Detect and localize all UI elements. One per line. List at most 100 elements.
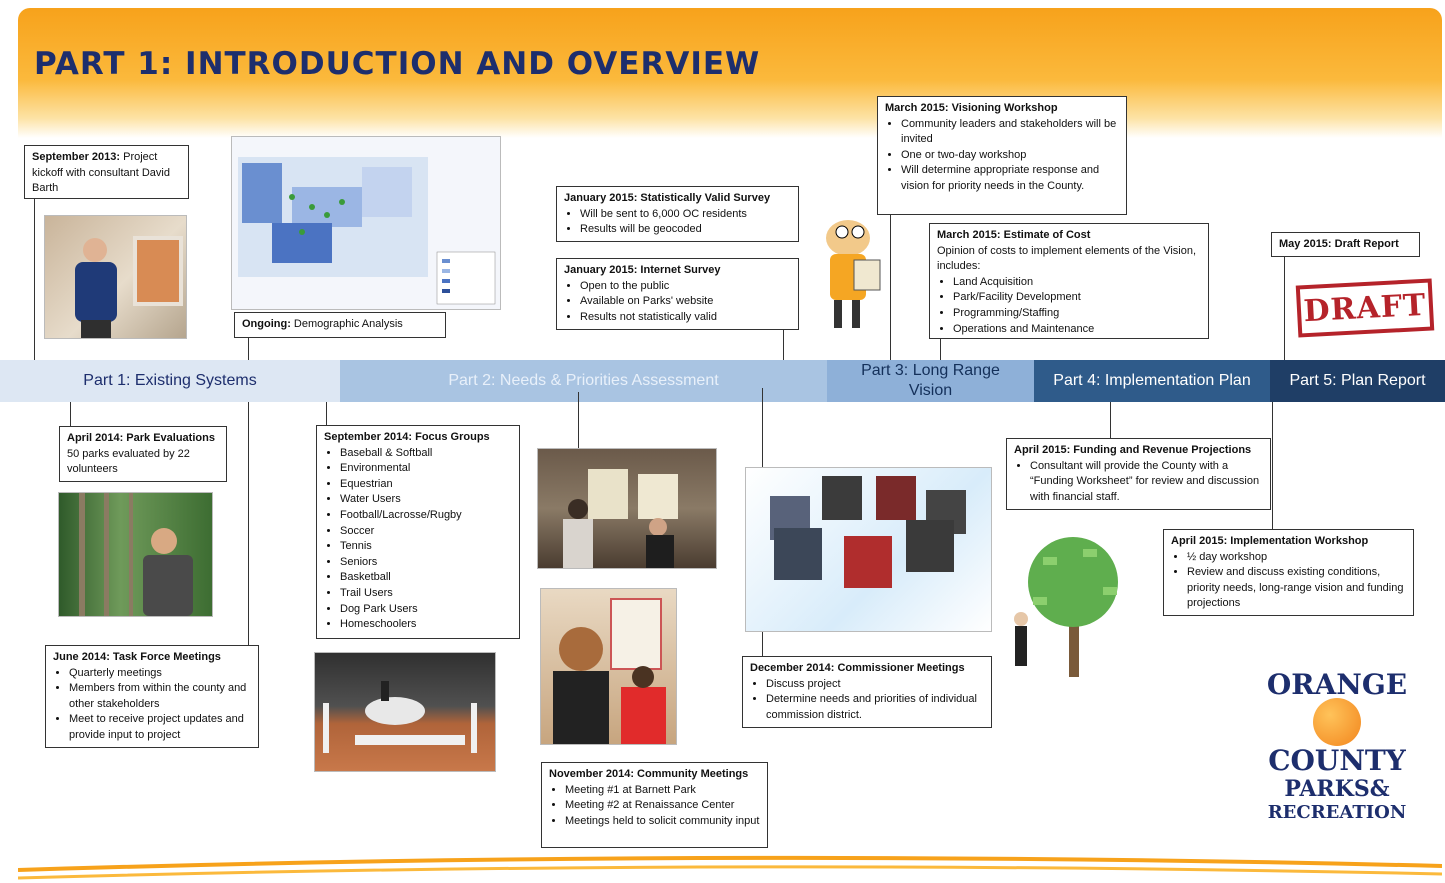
- list-item: Results not statistically valid: [580, 310, 791, 326]
- list-item: Football/Lacrosse/Rugby: [340, 508, 512, 524]
- header-banner: [18, 8, 1442, 138]
- list-item: Meeting #2 at Renaissance Center: [565, 798, 760, 814]
- milestone-focus-groups: September 2014: Focus Groups Baseball & …: [316, 425, 520, 639]
- phase-part5-label: Part 5: Plan Report: [1289, 372, 1426, 389]
- list-item: Tennis: [340, 539, 512, 555]
- list-item: Discuss project: [766, 677, 984, 693]
- connector-line: [70, 402, 71, 426]
- connector-line: [940, 338, 941, 360]
- phase-part4-label: Part 4: Implementation Plan: [1053, 372, 1251, 389]
- connector-line: [783, 330, 784, 360]
- list-item: Meet to receive project updates and prov…: [69, 712, 251, 743]
- list-item: Equestrian: [340, 477, 512, 493]
- phase-part1-label: Part 1: Existing Systems: [83, 372, 257, 389]
- list-item: Programming/Staffing: [953, 306, 1201, 322]
- milestone-cost: March 2015: Estimate of Cost Opinion of …: [929, 223, 1209, 339]
- list-item: Review and discuss existing conditions, …: [1187, 565, 1406, 612]
- milestone-demographic-head: Ongoing:: [242, 318, 291, 330]
- connector-line: [762, 630, 763, 658]
- milestone-cost-head: March 2015: Estimate of Cost: [937, 229, 1091, 241]
- milestone-impl-workshop: April 2015: Implementation Workshop ½ da…: [1163, 529, 1414, 616]
- footer-swoosh: [18, 855, 1442, 880]
- list-item: Dog Park Users: [340, 602, 512, 618]
- milestone-visioning: March 2015: Visioning Workshop Community…: [877, 96, 1127, 215]
- milestone-demographic-text: Demographic Analysis: [290, 318, 403, 330]
- connector-line: [1272, 402, 1273, 530]
- milestone-kickoff-head: September 2013:: [32, 151, 121, 163]
- connector-line: [1284, 256, 1285, 360]
- list-item: Consultant will provide the County with …: [1030, 459, 1263, 506]
- list-item: Meeting #1 at Barnett Park: [565, 783, 760, 799]
- connector-line: [248, 402, 249, 645]
- milestone-park-eval-text: 50 parks evaluated by 22 volunteers: [67, 447, 190, 476]
- logo-line3: PARKS&: [1284, 776, 1390, 802]
- list-item: Environmental: [340, 461, 512, 477]
- milestone-focus-head: September 2014: Focus Groups: [324, 431, 490, 443]
- list-item: Results will be geocoded: [580, 222, 791, 238]
- milestone-community-head: November 2014: Community Meetings: [549, 768, 749, 780]
- list-item: Will be sent to 6,000 OC residents: [580, 207, 791, 223]
- list-item: Soccer: [340, 524, 512, 540]
- milestone-demographic: Ongoing: Demographic Analysis: [234, 312, 446, 338]
- logo-line4: RECREATION: [1267, 802, 1407, 823]
- connector-line: [890, 215, 891, 360]
- orange-fruit-icon: [1313, 698, 1361, 746]
- list-item: Members from within the county and other…: [69, 681, 251, 712]
- photo-presenter: [44, 215, 187, 339]
- phase-part2: Part 2: Needs & Priorities Assessment: [340, 360, 827, 402]
- demographic-map: [231, 136, 501, 310]
- milestone-community: November 2014: Community Meetings Meetin…: [541, 762, 768, 848]
- milestone-survey: January 2015: Statistically Valid Survey…: [556, 186, 799, 242]
- connector-line: [578, 392, 579, 448]
- list-item: Park/Facility Development: [953, 290, 1201, 306]
- milestone-task-force: June 2014: Task Force Meetings Quarterly…: [45, 645, 259, 748]
- list-item: Quarterly meetings: [69, 666, 251, 682]
- list-item: Basketball: [340, 570, 512, 586]
- photo-community-meeting: [540, 588, 677, 745]
- phase-part5: Part 5: Plan Report: [1270, 360, 1445, 402]
- list-item: Seniors: [340, 555, 512, 571]
- phase-part1: Part 1: Existing Systems: [0, 360, 340, 402]
- logo-line2: COUNTY: [1268, 744, 1406, 777]
- list-item: Water Users: [340, 492, 512, 508]
- milestone-visioning-head: March 2015: Visioning Workshop: [885, 102, 1058, 114]
- milestone-draft-report: May 2015: Draft Report: [1271, 232, 1420, 257]
- logo-line1: ORANGE: [1266, 668, 1408, 701]
- photo-park-volunteer: [58, 492, 213, 617]
- page-title: PART 1: INTRODUCTION AND OVERVIEW: [34, 46, 761, 82]
- list-item: Trail Users: [340, 586, 512, 602]
- list-item: Operations and Maintenance: [953, 322, 1201, 338]
- list-item: ½ day workshop: [1187, 550, 1406, 566]
- photo-equestrian: [314, 652, 496, 772]
- list-item: Will determine appropriate response and …: [901, 163, 1119, 194]
- phase-part3-label: Part 3: Long Range Vision: [861, 362, 1000, 399]
- milestone-park-eval-head: April 2014: Park Evaluations: [67, 432, 215, 444]
- milestone-internet-head: January 2015: Internet Survey: [564, 264, 721, 276]
- milestone-kickoff: September 2013: Project kickoff with con…: [24, 145, 189, 199]
- list-item: Open to the public: [580, 279, 791, 295]
- connector-line: [1110, 402, 1111, 438]
- connector-line: [248, 336, 249, 360]
- phase-part4: Part 4: Implementation Plan: [1034, 360, 1270, 402]
- milestone-park-eval: April 2014: Park Evaluations 50 parks ev…: [59, 426, 227, 482]
- phase-part3: Part 3: Long Range Vision: [827, 360, 1034, 402]
- milestone-funding-head: April 2015: Funding and Revenue Projecti…: [1014, 444, 1252, 456]
- list-item: Determine needs and priorities of indivi…: [766, 692, 984, 723]
- cartoon-figure-illustration: [808, 210, 886, 334]
- milestone-commissioner-head: December 2014: Commissioner Meetings: [750, 662, 965, 674]
- connector-line: [762, 388, 763, 468]
- milestone-funding: April 2015: Funding and Revenue Projecti…: [1006, 438, 1271, 510]
- list-item: Meetings held to solicit community input: [565, 814, 760, 830]
- milestone-kickoff-text: Project kickoff with consultant David Ba…: [32, 151, 170, 195]
- list-item: Available on Parks' website: [580, 294, 791, 310]
- milestone-taskforce-head: June 2014: Task Force Meetings: [53, 651, 221, 663]
- phase-part2-label: Part 2: Needs & Priorities Assessment: [448, 372, 719, 389]
- list-item: Homeschoolers: [340, 617, 512, 633]
- list-item: Baseball & Softball: [340, 446, 512, 462]
- milestone-survey-head: January 2015: Statistically Valid Survey: [564, 192, 771, 204]
- list-item: One or two-day workshop: [901, 148, 1119, 164]
- milestone-draft-head: May 2015: Draft Report: [1279, 238, 1399, 250]
- photo-commissioners: [745, 467, 992, 632]
- milestone-internet-survey: January 2015: Internet Survey Open to th…: [556, 258, 799, 330]
- money-tree-illustration: [1003, 527, 1151, 683]
